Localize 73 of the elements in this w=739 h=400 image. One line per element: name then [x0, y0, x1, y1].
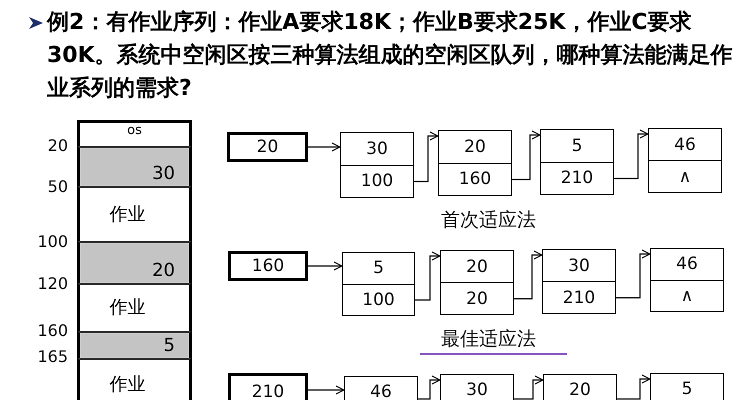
arrow — [308, 142, 340, 152]
memory-block — [77, 120, 192, 146]
block-label: 作业 — [110, 296, 146, 319]
list-node — [650, 373, 724, 400]
arrow — [614, 130, 648, 180]
block-label: 作业 — [110, 202, 146, 226]
memory-block — [77, 186, 192, 241]
address-label: 165 — [36, 347, 68, 366]
arrow — [308, 262, 342, 270]
value-cell-text: 160 — [250, 255, 286, 278]
list-node — [340, 132, 414, 198]
value-cell-text: 30 — [365, 138, 389, 161]
block-label: 作业 — [110, 373, 146, 396]
list-node — [543, 374, 617, 400]
memory-block — [77, 358, 192, 400]
memory-block — [77, 283, 192, 331]
arrow — [308, 386, 344, 394]
arrow — [414, 132, 438, 182]
pointer-cell: 100 — [341, 164, 413, 197]
list-node — [540, 129, 614, 195]
value-cell-text: 46 — [369, 380, 393, 400]
list-node — [650, 248, 724, 312]
value-cell-text: 20 — [256, 136, 280, 159]
block-label: os — [127, 123, 142, 138]
method-caption: 首次适应法 — [441, 208, 536, 233]
address-label: 20 — [46, 136, 68, 155]
value-cell-text: 210 — [250, 380, 286, 400]
arrow — [514, 376, 544, 400]
block-label: 30 — [152, 163, 175, 184]
pointer-cell: ∧ — [649, 160, 721, 192]
pointer-cell: 210 — [543, 281, 615, 313]
free-block — [77, 241, 192, 283]
head-pointer-box — [227, 132, 308, 162]
value-cell-text: 5 — [680, 378, 694, 400]
value-cell-text: 30 — [465, 378, 489, 400]
value-cell-text: 20 — [463, 136, 487, 159]
arrow — [415, 252, 440, 301]
value-cell-text: 46 — [675, 253, 699, 276]
list-node — [440, 250, 514, 315]
arrow — [616, 250, 650, 298]
arrow — [418, 376, 440, 400]
head-pointer-box — [228, 251, 308, 281]
arrow — [617, 374, 650, 400]
pointer-cell: 210 — [541, 162, 613, 194]
value-cell-text: 5 — [372, 257, 385, 280]
list-node — [440, 374, 514, 400]
arrow — [514, 250, 542, 300]
list-node — [438, 130, 512, 196]
value-cell-text: 20 — [568, 378, 592, 400]
value-cell-text: 46 — [673, 134, 697, 156]
value-cell-text: 20 — [465, 256, 489, 278]
arrow — [512, 130, 540, 180]
free-block — [77, 146, 192, 186]
list-node — [342, 252, 415, 316]
list-node — [344, 376, 418, 400]
pointer-cell: 100 — [343, 284, 414, 315]
list-node — [648, 128, 722, 193]
value-cell-text: 30 — [567, 254, 591, 278]
head-pointer-box — [228, 373, 308, 400]
block-label: 5 — [164, 335, 175, 356]
pointer-cell: ∧ — [651, 280, 723, 311]
address-label: 100 — [36, 232, 68, 251]
method-caption: 最佳适应法 — [441, 327, 536, 352]
address-label: 120 — [36, 274, 68, 293]
value-cell-text: 5 — [570, 134, 584, 158]
free-block — [77, 331, 192, 358]
address-label: 50 — [46, 177, 68, 196]
address-label: 160 — [36, 321, 68, 340]
pointer-cell: 160 — [439, 162, 511, 195]
list-node — [542, 249, 616, 314]
title: 例2：有作业序列：作业A要求18K；作业B要求25K，作业C要求30K。系统中空闲区按三种算法组成的空闲区队列，哪种算法能满足作业系列的需求? — [47, 8, 733, 103]
pointer-cell: 20 — [441, 282, 513, 314]
block-label: 20 — [152, 260, 175, 281]
